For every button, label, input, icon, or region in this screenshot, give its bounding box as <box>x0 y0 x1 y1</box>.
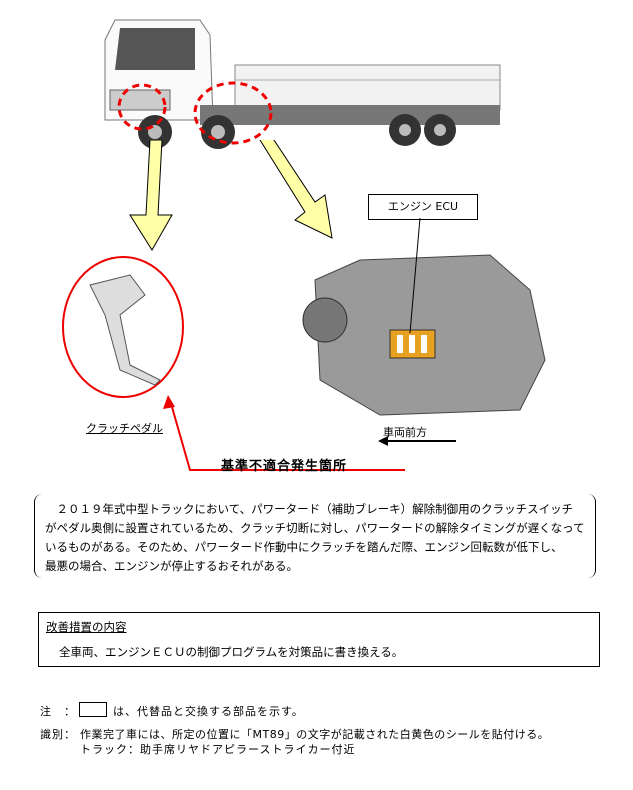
truck-illustration <box>104 19 501 149</box>
clutch-pedal-label: クラッチペダル <box>86 422 163 435</box>
description-box: ２０１９年式中型トラックにおいて、パワータード（補助ブレーキ）解除制御用のクラッ… <box>34 494 596 578</box>
front-arrow-icon <box>378 436 456 446</box>
identification-location: トラック：助手席リヤドアピラーストライカー付近 <box>80 743 356 756</box>
description-line: いるものがある。そのため、パワータード作動中にクラッチを踏んだ際、エンジン回転数… <box>45 540 563 554</box>
ecu-pointer-line <box>409 218 421 334</box>
remedy-box: 改善措置の内容 全車両、エンジンＥＣＵの制御プログラムを対策品に書き換える。 <box>38 612 600 667</box>
identification-text: 作業完了車には、所定の位置に「MT89」の文字が記載された白黄色のシールを貼付け… <box>80 728 550 741</box>
callout-arrows <box>129 140 333 251</box>
identification-label: 識別： <box>40 728 76 741</box>
red-arrow <box>163 395 405 471</box>
description-line: ２０１９年式中型トラックにおいて、パワータード（補助ブレーキ）解除制御用のクラッ… <box>45 502 574 516</box>
vehicle-front-label: 車両前方 <box>383 426 427 439</box>
defect-location-label: 基準不適合発生箇所 <box>221 459 348 474</box>
engine-illustration <box>302 254 546 416</box>
note-text: は、代替品と交換する部品を示す。 <box>113 705 304 718</box>
remedy-body: 全車両、エンジンＥＣＵの制御プログラムを対策品に書き換える。 <box>59 645 404 659</box>
clutch-pedal-illustration <box>62 256 184 398</box>
engine-ecu-label: エンジン ECU <box>368 194 478 220</box>
note-label: 注 ： <box>40 705 76 718</box>
description-line: 最悪の場合、エンジンが停止するおそれがある。 <box>45 559 298 573</box>
remedy-title: 改善措置の内容 <box>46 620 127 634</box>
replacement-part-marker <box>79 702 107 717</box>
description-line: がペダル奥側に設置されているため、クラッチ切断に対し、パワータードの解除タイミン… <box>45 521 585 535</box>
